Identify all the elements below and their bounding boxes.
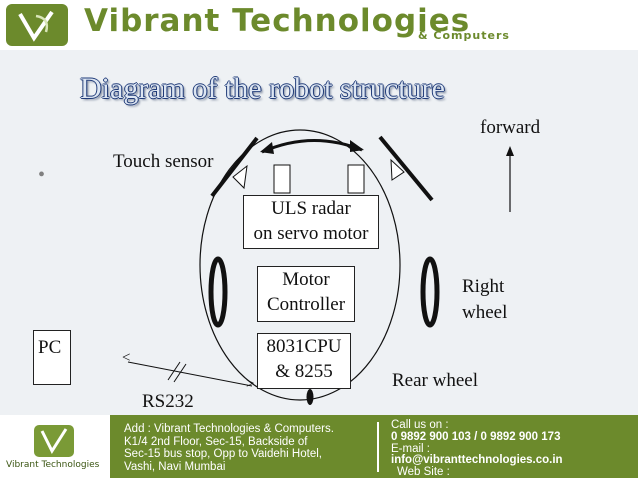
phone-numbers[interactable]: 0 9892 900 103 / 0 9892 900 173 <box>391 430 561 443</box>
robot-diagram <box>127 129 514 405</box>
right-wheel-label-line2: wheel <box>462 302 508 323</box>
forward-label: forward <box>480 117 541 138</box>
left-sensor-wedge <box>232 164 248 190</box>
pc-box: PC <box>33 330 71 385</box>
touch-sensor-label: Touch sensor <box>113 151 214 172</box>
website-link[interactable]: www.vibranttechnologies.co.in <box>391 477 560 490</box>
brand-header: Vibrant Technologies & Computers <box>0 0 638 50</box>
rs232-arrow-left: < <box>122 350 131 366</box>
footer-logo: Vibrant Technologies <box>0 415 110 478</box>
rs232-label: RS232 <box>142 391 194 412</box>
address-line: Vashi, Navi Mumbai <box>124 460 226 473</box>
right-wheel <box>420 256 440 328</box>
rear-wheel <box>306 389 314 405</box>
footer-address: Add : Vibrant Technologies & Computers. … <box>124 423 334 473</box>
bullet-marker: • <box>38 164 46 186</box>
brand-logo <box>6 4 68 46</box>
cpu-label-line2: & 8255 <box>275 361 333 382</box>
cpu-label-line1: 8031CPU <box>266 336 342 357</box>
motor-controller-label-line1: Motor <box>282 269 330 290</box>
servo-arrow-head-right <box>350 140 364 152</box>
brand-title: Vibrant Technologies <box>84 3 471 39</box>
right-sensor-wedge <box>390 158 405 181</box>
left-touch-sensor-arm <box>210 136 259 198</box>
servo-arrow-head-left <box>260 142 274 154</box>
brand-subtitle: & Computers <box>418 29 510 42</box>
footer-logo-icon <box>34 425 74 457</box>
forward-arrow-head <box>506 146 514 156</box>
address-line: K1/4 2nd Floor, Sec-15, Backside of <box>124 435 308 448</box>
rs232-break-mark-2 <box>173 363 187 383</box>
right-wheel-label-line1: Right <box>462 276 505 297</box>
email-label: E-mail : <box>391 442 430 455</box>
address-line: Add : Vibrant Technologies & Computers. <box>124 423 334 435</box>
rs232-arrow-right: > <box>246 376 255 392</box>
address-line: Sec-15 bus stop, Opp to Vaidehi Hotel, <box>124 448 322 460</box>
rear-wheel-label: Rear wheel <box>392 370 478 391</box>
brand-logo-icon <box>18 10 54 42</box>
uls-radar-label-line2: on servo motor <box>253 223 369 244</box>
right-radar-post <box>347 164 365 194</box>
footer-logo-text: Vibrant Technologies <box>6 460 100 470</box>
uls-radar-label-line1: ULS radar <box>271 198 351 219</box>
right-touch-sensor-arm <box>378 135 434 202</box>
motor-controller-label-line2: Controller <box>266 294 346 315</box>
slide-title: Diagram of the robot structure <box>80 72 445 105</box>
left-wheel <box>208 256 228 328</box>
left-radar-post <box>273 164 291 194</box>
robot-body-outline <box>199 129 401 401</box>
rs232-break-mark-1 <box>167 361 181 381</box>
servo-sweep-arrow <box>261 138 363 154</box>
footer-divider <box>377 422 379 472</box>
cpu-box: 8031CPU & 8255 <box>257 333 351 389</box>
motor-controller-box: Motor Controller <box>257 266 355 322</box>
uls-radar-box: ULS radar on servo motor <box>243 195 379 249</box>
rs232-line <box>127 361 253 387</box>
pc-label: PC <box>38 337 62 358</box>
website-label: Web Site : <box>397 466 450 479</box>
footer-contact: Call us on : 0 9892 900 103 / 0 9892 900… <box>391 419 563 491</box>
call-label: Call us on : <box>391 419 449 431</box>
email-link[interactable]: info@vibranttechnologies.co.in <box>391 454 563 467</box>
